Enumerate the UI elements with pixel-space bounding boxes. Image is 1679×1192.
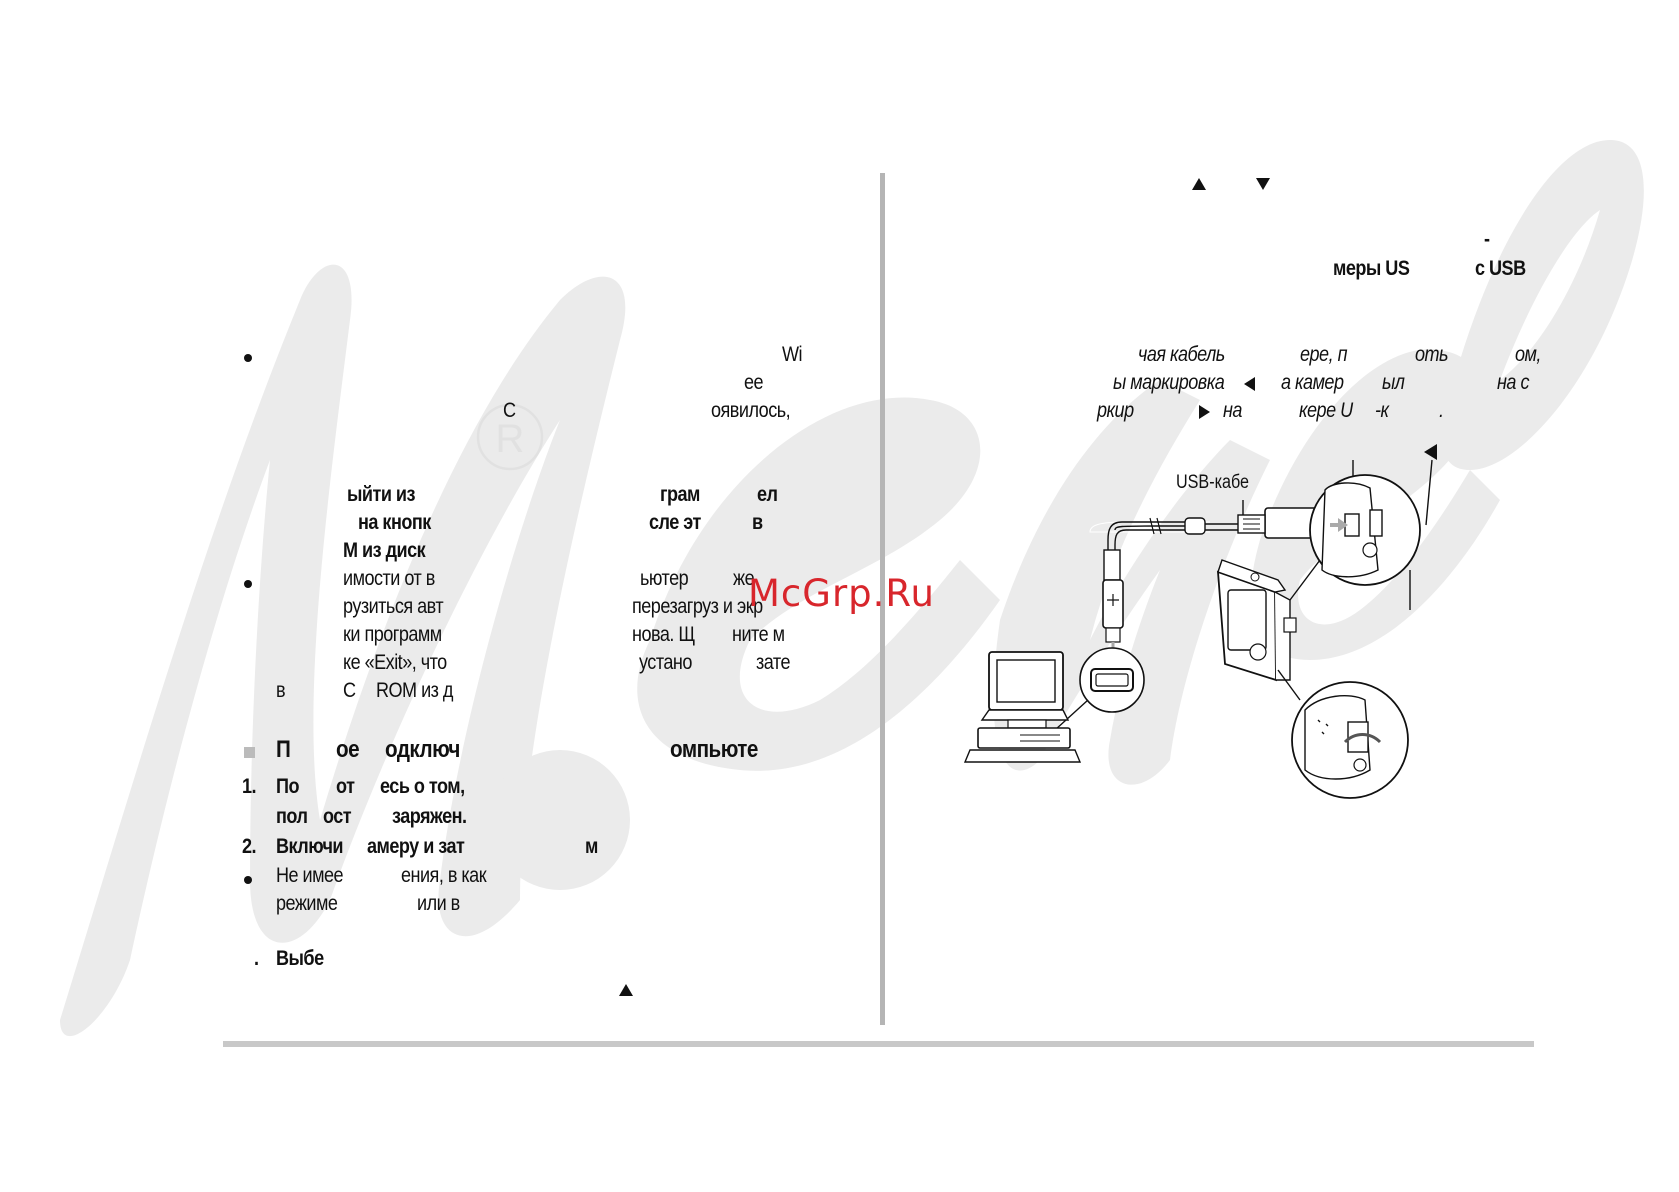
- text-fragment: имости от в: [343, 567, 435, 590]
- step-text: пол: [276, 805, 308, 828]
- note-text: или в: [417, 892, 460, 915]
- step-text: от: [336, 775, 355, 798]
- caption-fragment: ркир: [1097, 399, 1134, 422]
- text-fragment: перезагруз и экр: [632, 595, 763, 618]
- caption-fragment: а камер: [1281, 371, 1344, 394]
- text-fragment: меры US: [1333, 257, 1410, 280]
- text-fragment: оявилось,: [711, 399, 791, 422]
- triangle-left-icon: [1244, 377, 1255, 391]
- text-fragment: же: [733, 567, 755, 590]
- step-text: По: [276, 775, 300, 798]
- step-text: Выбе: [276, 947, 324, 970]
- caption-fragment: чая кабель: [1138, 343, 1225, 366]
- text-fragment: устано: [639, 651, 692, 674]
- text-fragment: ки программ: [343, 623, 442, 646]
- caption-fragment: на: [1223, 399, 1242, 422]
- text-fragment: с USB: [1475, 257, 1526, 280]
- text-fragment: сле эт: [649, 511, 701, 534]
- bullet: [244, 876, 252, 884]
- text-fragment: -: [1484, 228, 1490, 251]
- triangle-up-icon: [619, 983, 633, 1001]
- text-fragment: ел: [757, 483, 778, 506]
- text-fragment: ее: [744, 371, 764, 394]
- text-fragment: ыйти из: [347, 483, 415, 506]
- text-fragment: С: [503, 399, 516, 422]
- site-stamp: McGrp.Ru: [748, 572, 935, 615]
- text-fragment: в: [752, 511, 763, 534]
- triangle-down-icon: [1256, 177, 1270, 195]
- text-fragment: на кнопк: [358, 511, 431, 534]
- section-heading: одключ: [385, 736, 460, 763]
- caption-fragment: кере U: [1299, 399, 1353, 422]
- step-text: амеру и зат: [367, 835, 465, 858]
- step-text: м: [585, 835, 598, 858]
- step-number: 1.: [242, 775, 257, 798]
- note-text: Не имее: [276, 864, 344, 887]
- text-fragment: грам: [660, 483, 700, 506]
- column-divider: [880, 173, 885, 1025]
- text-fragment: ьютер: [640, 567, 689, 590]
- section-heading: П: [276, 736, 291, 763]
- section-marker: [244, 747, 255, 758]
- text-fragment: ке «Exit», что: [343, 651, 447, 674]
- caption-fragment: на с: [1497, 371, 1529, 394]
- text-fragment: ните м: [732, 623, 785, 646]
- step-number: 2.: [242, 835, 257, 858]
- caption-fragment: ере, п: [1300, 343, 1348, 366]
- step-text: Включи: [276, 835, 344, 858]
- step-number: .: [254, 947, 259, 970]
- triangle-right-icon: [1199, 405, 1210, 419]
- registered-mark: R: [496, 417, 525, 461]
- step-text: есь о том,: [380, 775, 465, 798]
- bullet: [244, 354, 252, 362]
- text-fragment: Wi: [782, 343, 803, 366]
- step-text: ост: [323, 805, 352, 828]
- note-text: режиме: [276, 892, 338, 915]
- usb-cable-label: USB-кабе: [1176, 472, 1250, 493]
- caption-fragment: .: [1439, 399, 1444, 422]
- step-text: заряжен.: [392, 805, 467, 828]
- text-fragment: М из диск: [343, 539, 426, 562]
- text-fragment: нова. Щ: [632, 623, 695, 646]
- text-fragment: рузиться авт: [343, 595, 444, 618]
- text-fragment: зате: [756, 651, 790, 674]
- text-fragment: в: [276, 679, 286, 702]
- note-text: ения, в как: [401, 864, 487, 887]
- footer-rule: [223, 1041, 1534, 1047]
- section-heading: ое: [336, 736, 360, 763]
- triangle-left-icon: [1424, 444, 1437, 460]
- usb-connection-diagram: [963, 444, 1437, 799]
- triangle-up-icon: [1192, 177, 1206, 195]
- text-fragment: ROM из д: [376, 679, 453, 702]
- caption-fragment: ом,: [1515, 343, 1541, 366]
- caption-fragment: ы маркировка: [1113, 371, 1225, 394]
- section-heading: омпьюте: [670, 736, 758, 763]
- bullet: [244, 580, 252, 588]
- caption-fragment: -к: [1375, 399, 1389, 422]
- caption-fragment: оть: [1415, 343, 1449, 366]
- text-fragment: С: [343, 679, 356, 702]
- caption-fragment: ыл: [1382, 371, 1405, 394]
